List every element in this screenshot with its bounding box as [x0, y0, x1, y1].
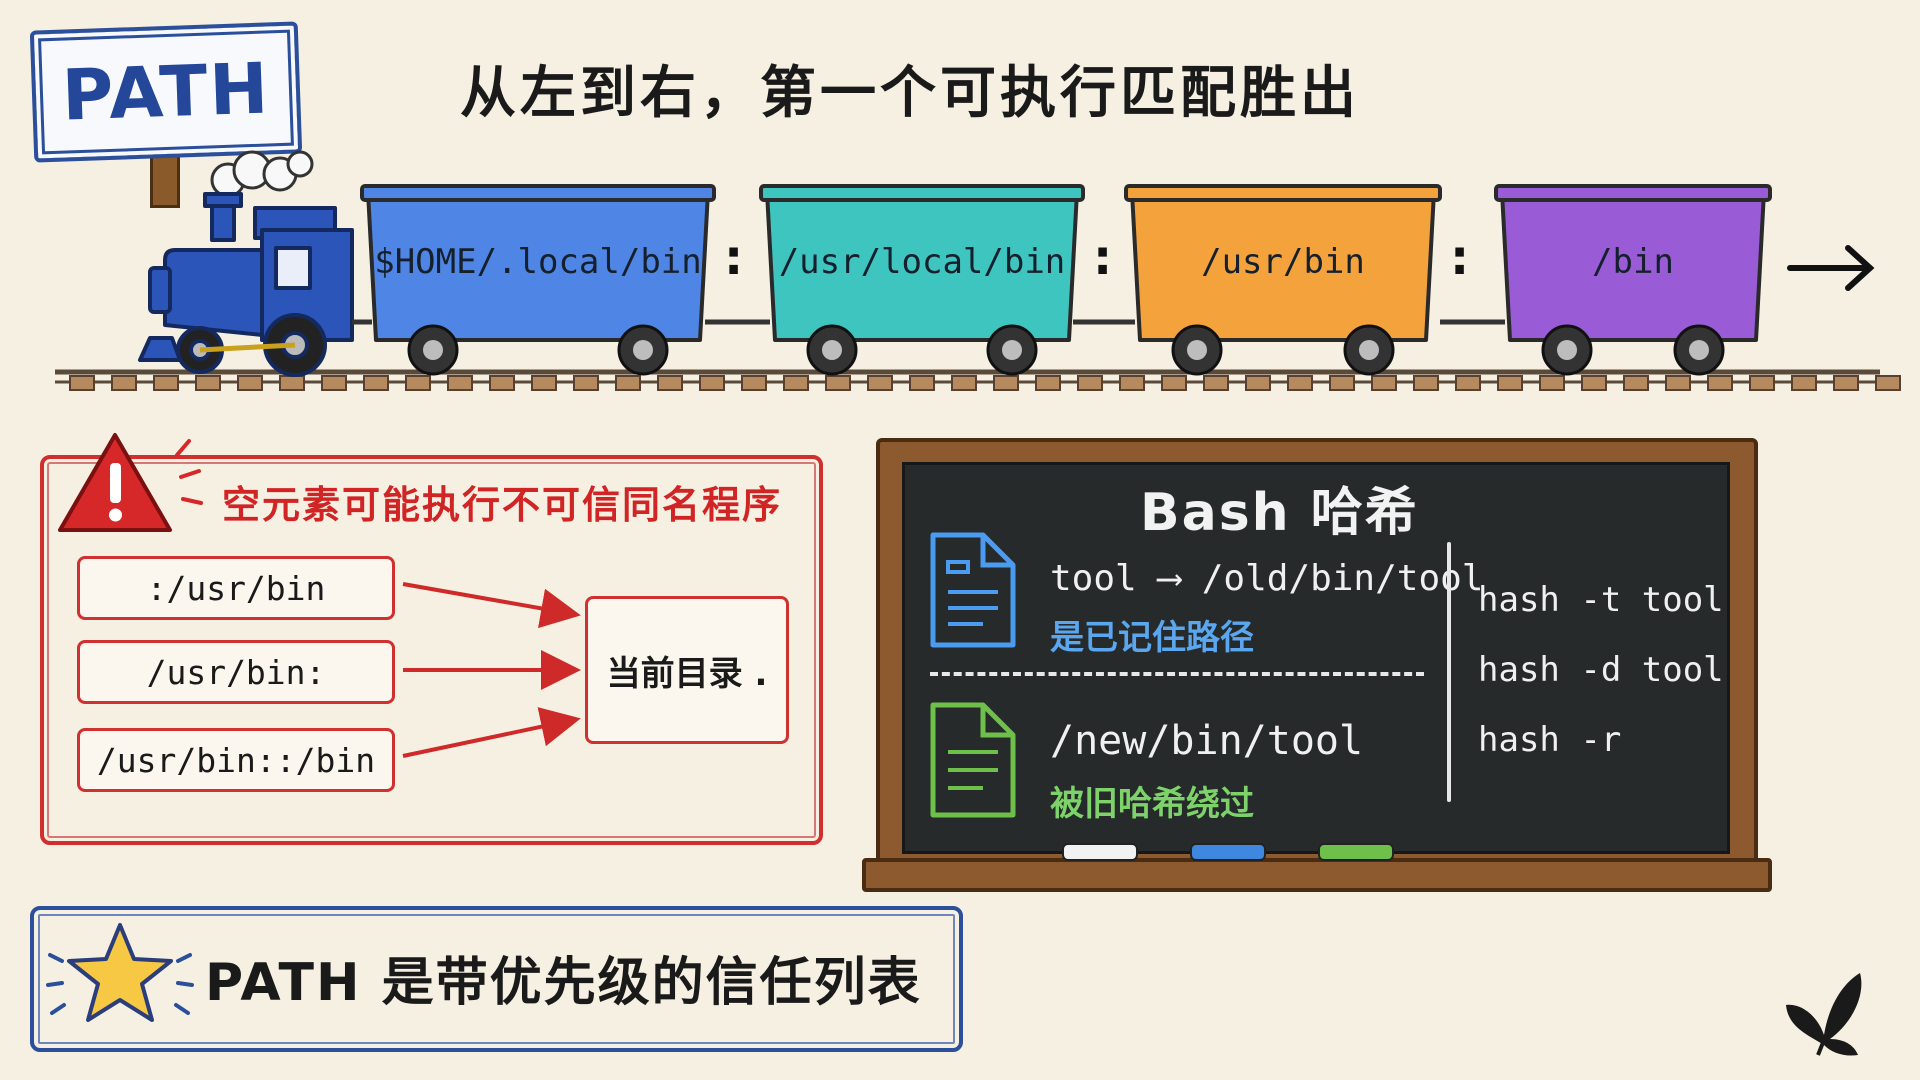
star-icon: [46, 923, 194, 1022]
board-divider-horizontal: [930, 672, 1424, 676]
usr-local-bin-car: [759, 184, 1085, 376]
empty-suffix-example: /usr/bin:: [77, 640, 395, 704]
chalk-stick: [1062, 843, 1138, 861]
chalkboard-ledge: [862, 858, 1772, 892]
locomotive-icon: [138, 192, 354, 377]
usr-bin-car-label: /usr/bin: [1201, 242, 1365, 282]
summary-text: PATH 是带优先级的信任列表: [205, 953, 922, 1013]
hash-d-command: hash -d tool: [1478, 650, 1724, 690]
railway-track: [55, 369, 1901, 391]
warning-box: [40, 455, 823, 845]
path-sign-label: PATH: [60, 47, 272, 137]
direction-arrow-icon: [1787, 245, 1875, 291]
chalkboard: [902, 462, 1730, 854]
summary-callout: [30, 906, 963, 1052]
chalk-stick: [1190, 843, 1266, 861]
path-separator: :: [724, 230, 744, 286]
cached-note: 是已记住路径: [1050, 618, 1254, 658]
path-separator: :: [1093, 230, 1113, 286]
usr-bin-car: [1124, 184, 1442, 376]
empty-middle-example: /usr/bin::/bin: [77, 728, 395, 792]
cached-file-icon: [930, 532, 1016, 648]
new-path: /new/bin/tool: [1050, 718, 1364, 764]
bin-car: [1494, 184, 1772, 376]
warning-title: 空元素可能执行不可信同名程序: [222, 483, 783, 527]
hash-r-command: hash -r: [1478, 720, 1622, 760]
chalkboard-title: Bash 哈希: [1140, 483, 1419, 543]
usr-local-bin-car-label: /usr/local/bin: [778, 242, 1066, 282]
smoke-icon: [210, 150, 314, 198]
cached-path: tool ⟶ /old/bin/tool: [1050, 558, 1484, 599]
new-file-icon: [930, 702, 1016, 818]
hash-t-command: hash -t tool: [1478, 580, 1724, 620]
empty-prefix-example: :/usr/bin: [77, 556, 395, 620]
path-separator: :: [1450, 230, 1470, 286]
local-bin-car: [360, 184, 716, 376]
new-note: 被旧哈希绕过: [1050, 784, 1254, 824]
local-bin-car-label: $HOME/.local/bin: [374, 242, 702, 282]
bin-car-label: /bin: [1592, 242, 1674, 282]
board-divider-vertical: [1447, 542, 1451, 802]
page-title: 从左到右，第一个可执行匹配胜出: [460, 61, 1360, 126]
chalk-stick: [1318, 843, 1394, 861]
train-diagram: [55, 150, 1901, 391]
current-directory-box: 当前目录 .: [585, 596, 789, 744]
path-sign: PATH: [29, 21, 303, 163]
butterfly-icon: [1786, 973, 1862, 1056]
warning-icon: [58, 433, 203, 532]
warning-arrows: [402, 582, 581, 758]
